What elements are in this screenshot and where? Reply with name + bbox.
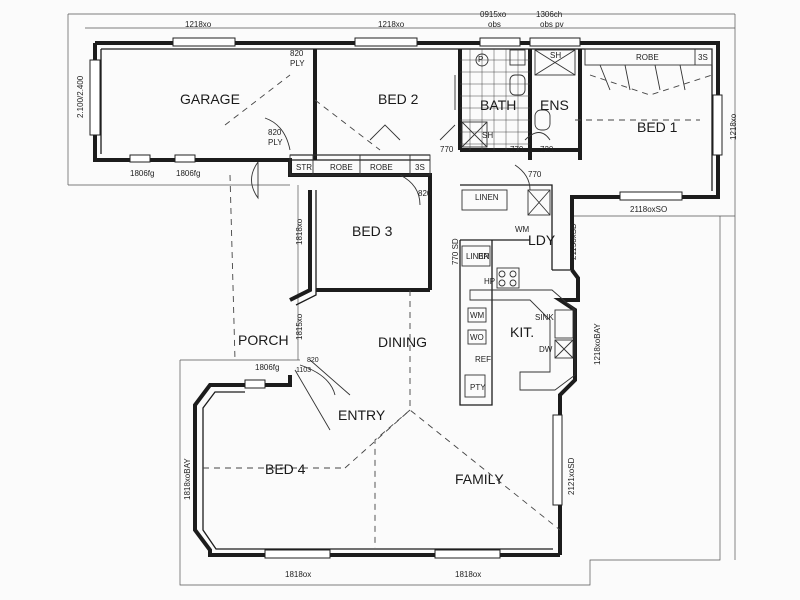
- kitchen-fittings: [461, 189, 576, 398]
- door-820-ply-d: PLY: [268, 138, 283, 147]
- dimension-lines: [67, 13, 736, 586]
- door-820-b: 820: [307, 357, 319, 364]
- dim-top-4: obs: [488, 20, 501, 29]
- windows: [89, 37, 723, 559]
- dim-family-right: 2121xoSD: [567, 457, 576, 495]
- hp-label: HP: [484, 277, 495, 286]
- door-820-a: 820: [418, 189, 432, 198]
- door-820-ply-c: 820: [268, 128, 282, 137]
- wo-label: WO: [470, 333, 484, 342]
- wm-label-1: WM: [515, 225, 530, 234]
- dim-top-1: 1218xo: [185, 20, 212, 29]
- fitting-labels: STR ROBE ROBE 3S ROBE 3S SH SH P LINEN L…: [268, 49, 708, 392]
- sh-label-1: SH: [550, 51, 561, 60]
- dim-garage-left: 2.100/2.400: [76, 75, 85, 118]
- door-770-a: 770: [440, 145, 454, 154]
- bed4-label: BED 4: [265, 461, 306, 477]
- dim-bed4-left: 1818xoBAY: [183, 458, 192, 500]
- ss-label-1: 3S: [415, 163, 425, 172]
- dim-porch-win: 1806fg: [255, 363, 279, 372]
- dim-top-5: 1306ch: [536, 10, 562, 19]
- door-720: 720: [540, 145, 554, 154]
- linen-label-2: LINEN: [466, 252, 490, 261]
- garage-label: GARAGE: [180, 91, 240, 107]
- dim-ldy-right: 2115oxSD: [569, 223, 578, 260]
- bath-label: BATH: [480, 97, 516, 113]
- family-label: FAMILY: [455, 471, 504, 487]
- bed2-label: BED 2: [378, 91, 419, 107]
- dim-dining-left: 1815xo: [295, 313, 304, 340]
- pty-label: PTY: [470, 383, 486, 392]
- br-label: BR: [478, 252, 489, 261]
- dining-label: DINING: [378, 334, 427, 350]
- door-820-ply-a: 820: [290, 49, 304, 58]
- robe-label-1: ROBE: [330, 163, 353, 172]
- bath-tiles: [460, 49, 576, 150]
- dw-label: DW: [539, 345, 553, 354]
- dim-linen-door: 770 SD: [451, 238, 460, 265]
- internal-walls: [290, 49, 582, 406]
- room-labels: GARAGE BED 2 BED 1 BATH ENS BED 3 LDY PO…: [180, 91, 678, 487]
- dim-bed1-right: 1218xo: [729, 113, 738, 140]
- ss-label-2: 3S: [698, 53, 708, 62]
- sh-label-2: SH: [482, 131, 493, 140]
- ldy-label: LDY: [528, 232, 556, 248]
- dim-kit-right: 1218xoBAY: [593, 323, 602, 365]
- dim-garage-win-2: 1806fg: [176, 169, 200, 178]
- dim-top-3: 0915xo: [480, 10, 507, 19]
- bed1-label: BED 1: [637, 119, 678, 135]
- bed3-label: BED 3: [352, 223, 393, 239]
- door-swings: [251, 75, 551, 431]
- robe-label-3: ROBE: [636, 53, 659, 62]
- kitchen-label: KIT.: [510, 324, 534, 340]
- dim-bed3-left: 1818xo: [295, 218, 304, 245]
- porch-label: PORCH: [238, 332, 289, 348]
- wm-label-2: WM: [470, 311, 485, 320]
- str-label: STR: [296, 163, 312, 172]
- dimension-labels: 1218xo 1218xo 0915xo obs 1306ch obs pv 1…: [76, 10, 738, 579]
- ref-label: REF: [475, 355, 491, 364]
- linen-label-1: LINEN: [475, 193, 499, 202]
- ens-label: ENS: [540, 97, 569, 113]
- dim-top-6: obs pv: [540, 20, 564, 29]
- door-770-b: 770: [510, 145, 524, 154]
- door-770-c: 770: [528, 170, 542, 179]
- dim-garage-win-1: 1806fg: [130, 169, 154, 178]
- sink-label: SINK: [535, 313, 554, 322]
- dim-bed4-win: 1818ox: [285, 570, 311, 579]
- dim-family-win: 1818ox: [455, 570, 481, 579]
- dim-top-2: 1218xo: [378, 20, 405, 29]
- p-label: P: [478, 55, 483, 64]
- robe-label-2: ROBE: [370, 163, 393, 172]
- robe-storage: [289, 48, 713, 176]
- zone-lines: [203, 74, 713, 548]
- door-1103: 1103: [296, 367, 311, 374]
- door-820-ply-b: PLY: [290, 59, 305, 68]
- dim-bed1-win: 2118oxSO: [630, 205, 667, 214]
- entry-label: ENTRY: [338, 407, 386, 423]
